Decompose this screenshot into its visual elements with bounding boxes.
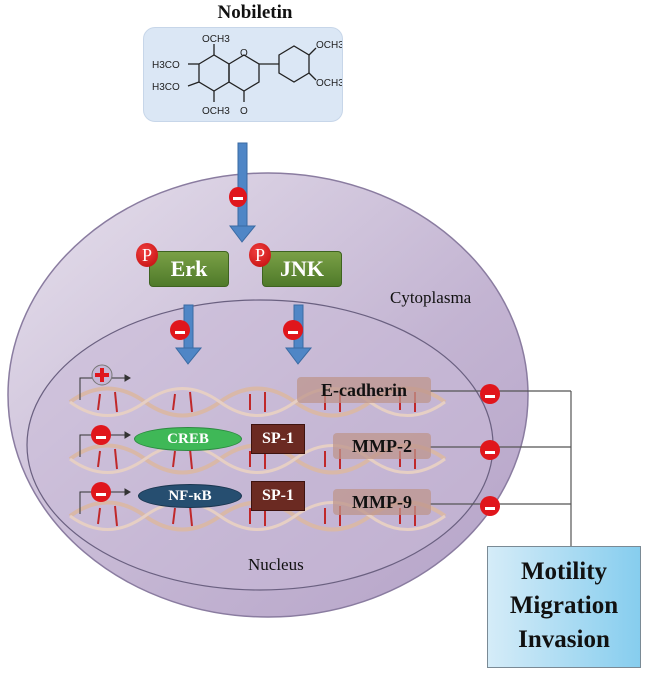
inhibition-badges xyxy=(91,187,500,516)
substituent-label: OCH3 xyxy=(202,34,230,45)
arrow-erk-head xyxy=(175,347,203,365)
outcome-motility: Motility xyxy=(520,558,608,585)
nobiletin-structure: OCH3 H3CO H3CO OCH3 O O OCH3 OCH3 xyxy=(152,34,342,117)
arrow-jnk-head xyxy=(285,347,313,365)
tf-creb: CREB xyxy=(134,427,242,451)
inhibit-badge-mmp9-promoter xyxy=(91,482,111,502)
substituent-label: OCH3 xyxy=(202,106,230,117)
sp1-box: SP-1 xyxy=(251,424,305,454)
sp1-box: SP-1 xyxy=(251,481,305,511)
ring-c xyxy=(228,54,260,92)
substituent-label: OCH3 xyxy=(316,40,342,51)
nucleus-label: Nucleus xyxy=(248,555,304,574)
gene-mmp-2: MMP-2 xyxy=(333,433,431,459)
outcome-migration: Migration xyxy=(509,592,619,619)
cytoplasm-label: Cytoplasma xyxy=(390,288,472,307)
inhibit-badge-mmp9-output xyxy=(480,496,500,516)
substituent-label: H3CO xyxy=(152,82,180,93)
activate-badge-ecadherin-promoter xyxy=(91,364,113,386)
diagram-title: Nobiletin xyxy=(217,2,293,23)
gene-mmp-9: MMP-9 xyxy=(333,489,431,515)
kinase-jnk: JNK xyxy=(262,251,342,287)
kinase-erk: Erk xyxy=(149,251,229,287)
phospho-badge-erk: P xyxy=(136,243,158,267)
phospho-badge-jnk: P xyxy=(249,243,271,267)
outcome-box: Motility Migration Invasion xyxy=(487,546,641,668)
inhibit-badge-erk xyxy=(170,320,190,340)
tf-nfkb: NF-κB xyxy=(138,484,242,508)
inhibit-badge-nobiletin xyxy=(229,187,247,207)
inhibit-badge-jnk xyxy=(283,320,303,340)
inhibit-badge-mmp2-output xyxy=(480,440,500,460)
outcome-invasion: Invasion xyxy=(518,626,610,653)
inhibit-badge-ecadherin-output xyxy=(480,384,500,404)
gene-e-cadherin: E-cadherin xyxy=(297,377,431,403)
substituent-label: H3CO xyxy=(152,60,180,71)
substituent-label: O xyxy=(240,106,248,117)
connector-lines xyxy=(430,390,572,546)
arrow-nobiletin-head xyxy=(229,225,257,243)
nobiletin-structure-box: OCH3 H3CO H3CO OCH3 O O OCH3 OCH3 xyxy=(143,27,343,122)
inhibit-badge-mmp2-promoter xyxy=(91,425,111,445)
substituent-label: OCH3 xyxy=(316,78,342,89)
arrow-nobiletin-shaft xyxy=(237,142,248,229)
ring-oxygen-label: O xyxy=(240,48,248,59)
